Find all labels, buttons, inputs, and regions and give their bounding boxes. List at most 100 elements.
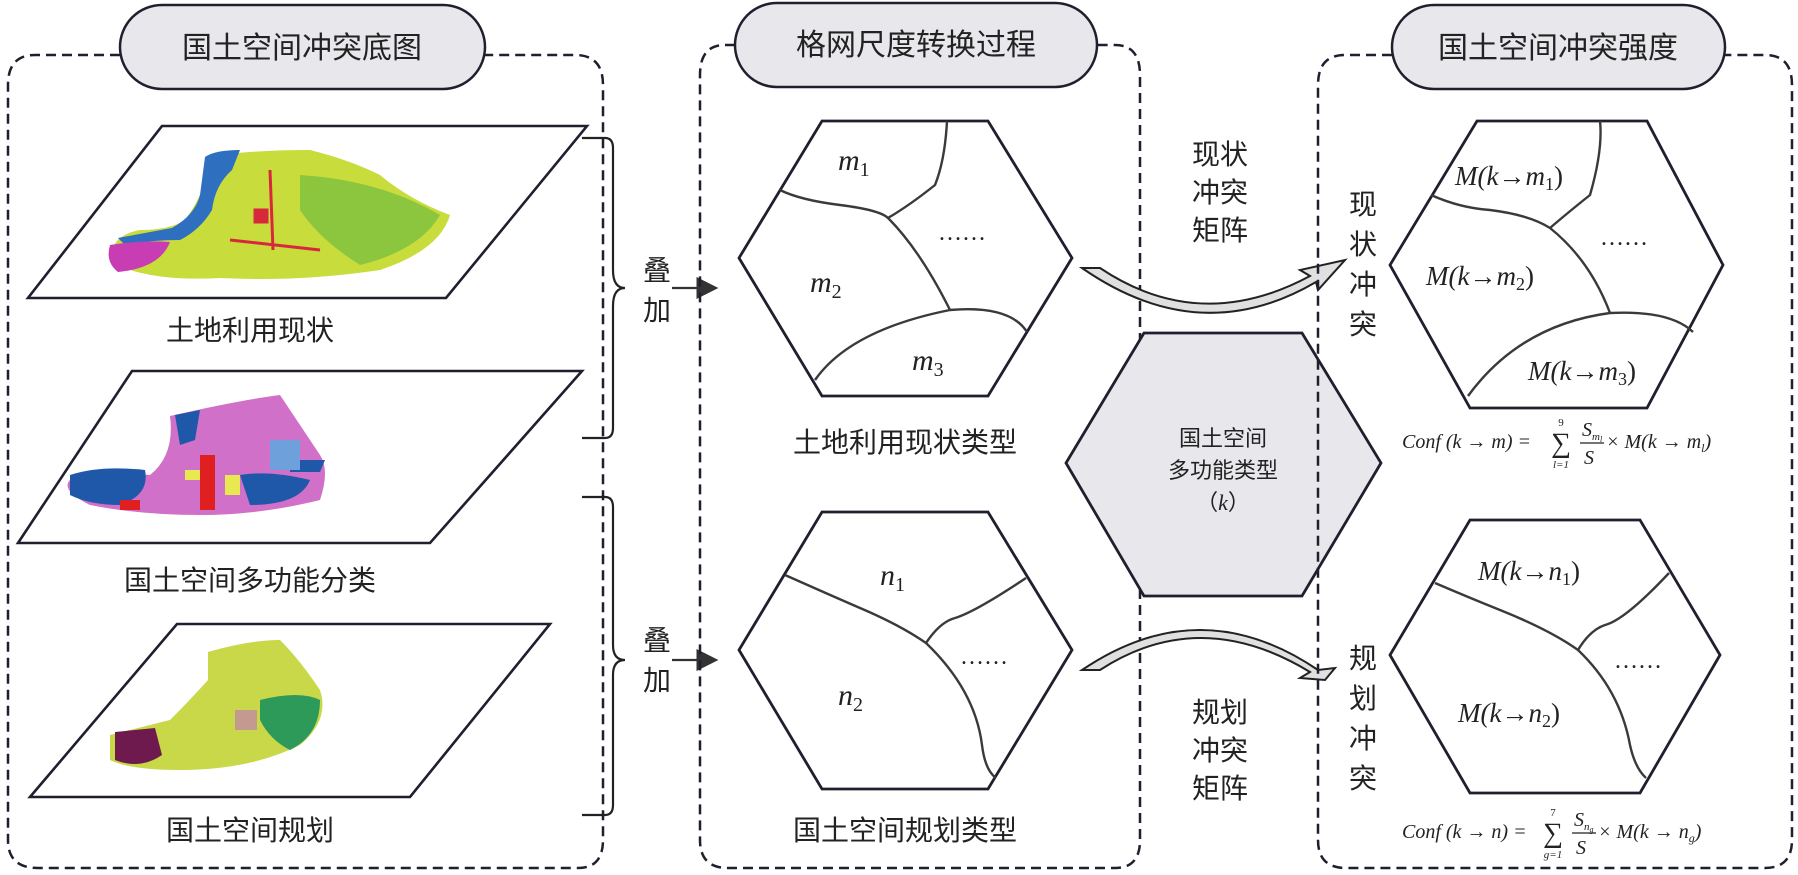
layer-label: 国土空间规划 — [166, 814, 334, 847]
hexagon — [1064, 331, 1383, 598]
hexagon — [737, 119, 1074, 398]
hex-planning-types: n1 n2 …… 国土空间规划类型 — [737, 510, 1074, 847]
current-conflict-label: 现 状 冲 突 — [1349, 188, 1377, 341]
formula-rhs: × M(k → ml) — [1606, 431, 1711, 455]
overlay-label-char: 加 — [643, 664, 671, 697]
panel-base-map: 国土空间冲突底图 土地利用现状 国土空间 — [6, 3, 719, 870]
map-thumbnail — [67, 395, 325, 515]
sum-lower: g=1 — [1544, 849, 1562, 861]
map-layer-land-use: 土地利用现状 — [25, 124, 590, 347]
label-char: 突 — [1349, 762, 1377, 795]
label-char: 规 — [1349, 642, 1377, 675]
label-line: 冲突 — [1192, 176, 1248, 209]
current-conflict-matrix-label: 现状 冲突 矩阵 — [1192, 138, 1248, 247]
overlay-label-char: 叠 — [643, 254, 671, 287]
formula-lhs: Conf (k → n) = — [1402, 821, 1527, 843]
hexagon — [1388, 119, 1725, 410]
label-char: 现 — [1349, 188, 1377, 221]
sum-lower: l=1 — [1553, 459, 1569, 471]
label-char: 划 — [1349, 682, 1377, 715]
ellipsis: …… — [938, 220, 986, 246]
map-layer-planning: 国土空间规划 — [27, 622, 553, 847]
hex-current-conflict-intensity: M(k→m1) M(k→m2) M(k→m3) …… — [1388, 119, 1725, 410]
label-line: 冲突 — [1192, 734, 1248, 767]
region-boundary — [925, 577, 1027, 644]
ellipsis: …… — [1614, 648, 1662, 674]
region-boundary — [814, 308, 1029, 381]
panel-border — [6, 53, 605, 870]
panel-title-pill — [118, 3, 487, 91]
frac-numerator: Sng — [1574, 809, 1594, 834]
label-line: 现状 — [1192, 138, 1248, 171]
label-char: 冲 — [1349, 268, 1377, 301]
label-char: 冲 — [1349, 722, 1377, 755]
panel-title: 国土空间冲突底图 — [182, 31, 422, 66]
label-line: 规划 — [1192, 696, 1248, 729]
ellipsis: …… — [960, 644, 1008, 670]
center-hex-line1: 国土空间 — [1179, 427, 1267, 452]
region-label-n1: n1 — [880, 559, 905, 596]
region-label-m2: M(k→m2) — [1425, 261, 1534, 294]
region-label-m2: m2 — [810, 266, 842, 303]
panel-border — [698, 43, 1142, 870]
hex-land-use-types: m1 m2 m3 …… 土地利用现状类型 — [737, 119, 1074, 459]
region-boundary — [784, 573, 997, 779]
formula-current-conflict: Conf (k → m) = 9 ∑ l=1 Sml S × M(k → ml) — [1402, 417, 1711, 471]
current-conflict-arrow — [1078, 258, 1348, 314]
map-thumbnail — [108, 150, 450, 279]
panel-title-pill — [1390, 3, 1727, 91]
label-char: 突 — [1349, 308, 1377, 341]
panel-grid-conversion: 格网尺度转换过程 m1 m2 m3 …… 土地利用现状类型 n1 n2 …… 国… — [698, 1, 1142, 870]
region-label-m3: m3 — [912, 344, 944, 381]
region-boundary — [1549, 120, 1602, 229]
frac-numerator: Sml — [1582, 419, 1603, 444]
panel-title: 格网尺度转换过程 — [796, 28, 1036, 63]
region-label-m1: m1 — [838, 144, 870, 181]
overlay-brace-top — [582, 136, 626, 440]
overlay-label-char: 叠 — [643, 624, 671, 657]
sum-symbol: ∑ — [1543, 818, 1563, 849]
sum-upper: 7 — [1550, 807, 1556, 819]
overlay-brace-bottom — [582, 495, 626, 817]
planning-conflict-matrix-label: 规划 冲突 矩阵 — [1192, 696, 1248, 805]
panel-conflict-intensity: 国土空间冲突强度 现 状 冲 突 规 划 冲 突 M(k→m1) M(k→m2)… — [1316, 3, 1794, 870]
hex-caption: 土地利用现状类型 — [793, 426, 1017, 459]
region-label-m3: M(k→m3) — [1527, 356, 1636, 389]
frac-denominator: S — [1576, 837, 1586, 859]
ellipsis: …… — [1600, 225, 1648, 251]
label-line: 矩阵 — [1192, 772, 1248, 805]
region-label-m1: M(k→m1) — [1454, 161, 1563, 194]
hex-planning-conflict-intensity: M(k→n1) M(k→n2) …… — [1388, 518, 1722, 795]
region-boundary — [887, 120, 949, 220]
frac-denominator: S — [1584, 447, 1594, 469]
hex-caption: 国土空间规划类型 — [793, 814, 1017, 847]
hexagon — [1388, 518, 1722, 795]
center-hex-multifunction-type: 国土空间 多功能类型 （k） — [1064, 331, 1383, 598]
map-thumbnail — [110, 640, 323, 770]
sum-symbol: ∑ — [1551, 428, 1571, 459]
map-layer-multifunction: 国土空间多功能分类 — [15, 369, 585, 597]
label-line: 矩阵 — [1192, 214, 1248, 247]
formula-lhs: Conf (k → m) = — [1402, 431, 1531, 453]
planning-conflict-label: 规 划 冲 突 — [1349, 642, 1377, 795]
formula-rhs: × M(k → ng) — [1598, 821, 1702, 845]
region-label-n2: n2 — [838, 679, 863, 716]
formula-planning-conflict: Conf (k → n) = 7 ∑ g=1 Sng S × M(k → ng) — [1402, 807, 1702, 861]
center-hex-variable: （k） — [1196, 490, 1250, 516]
planning-conflict-arrow — [1078, 629, 1338, 682]
region-boundary — [1576, 572, 1670, 651]
panel-title: 国土空间冲突强度 — [1438, 31, 1678, 66]
panel-title-pill — [733, 1, 1099, 89]
region-label-n1: M(k→n1) — [1477, 556, 1580, 589]
region-label-n2: M(k→n2) — [1457, 698, 1560, 731]
sum-upper: 9 — [1558, 417, 1564, 429]
region-boundary — [779, 188, 952, 311]
hexagon — [737, 510, 1074, 791]
layer-label: 土地利用现状 — [166, 314, 334, 347]
center-hex-line2: 多功能类型 — [1168, 459, 1278, 484]
label-char: 状 — [1349, 228, 1377, 261]
region-boundary — [1430, 193, 1612, 314]
region-boundary — [1467, 311, 1694, 397]
overlay-label-char: 加 — [643, 294, 671, 327]
